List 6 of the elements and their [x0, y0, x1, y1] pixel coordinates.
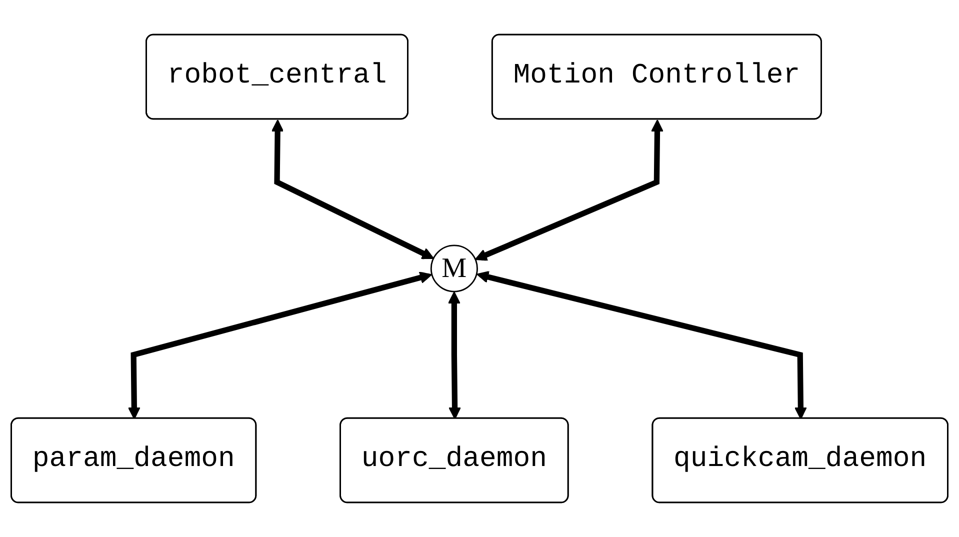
arrow — [271, 120, 434, 260]
arrow — [448, 292, 461, 420]
arrow — [474, 120, 664, 261]
node-circle: M — [430, 244, 478, 292]
arrow — [476, 270, 807, 420]
arrow — [128, 272, 432, 420]
